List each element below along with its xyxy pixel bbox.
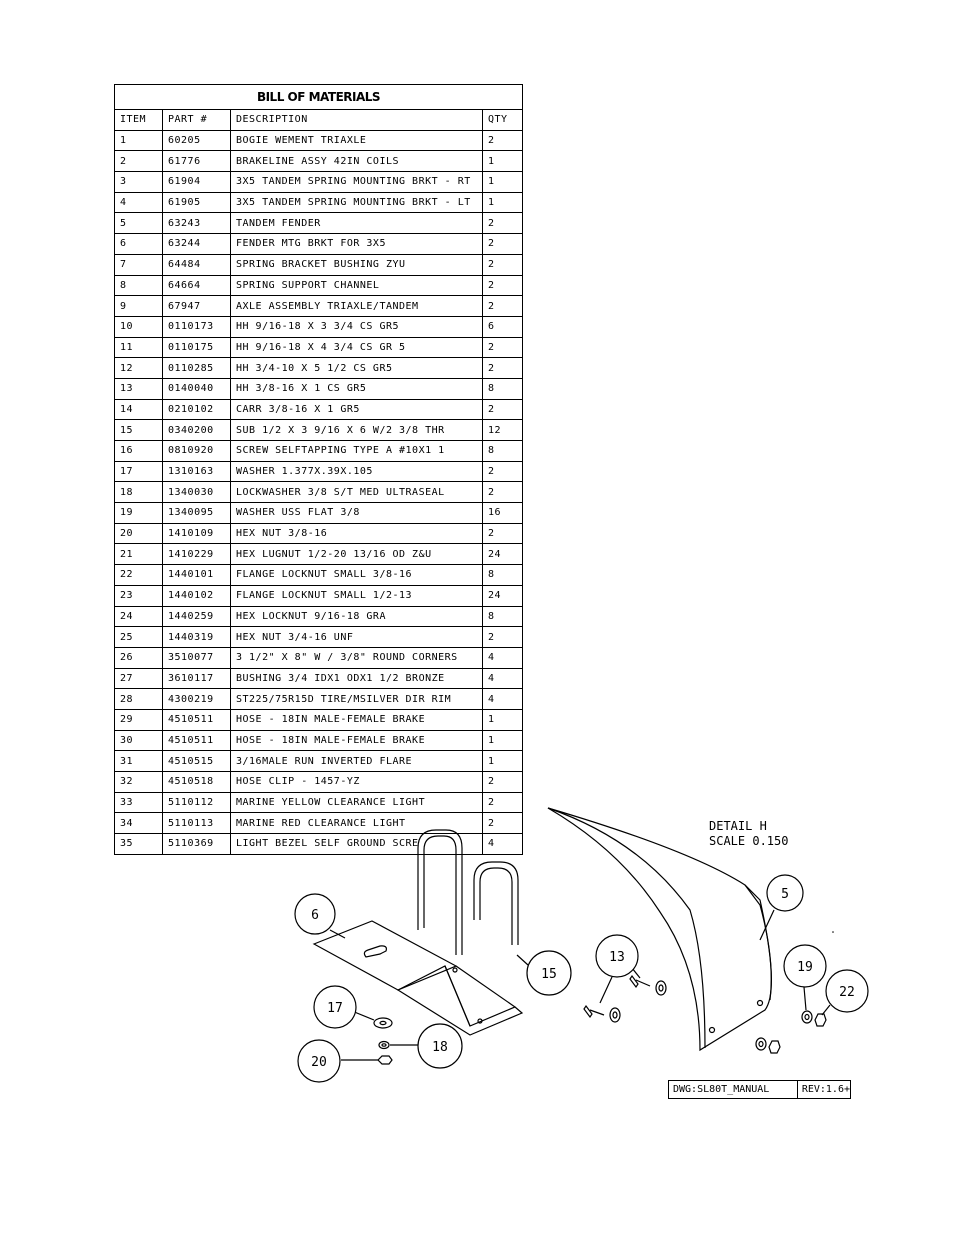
bom-cell-item: 35: [114, 833, 163, 855]
leader-6: [329, 929, 346, 939]
bom-cell-qty: 4: [482, 667, 523, 690]
bill-of-materials-table: BILL OF MATERIALS ITEM PART # DESCRIPTIO…: [114, 84, 523, 855]
callout-5: 5: [781, 887, 789, 902]
callout-19-circle: [783, 944, 827, 988]
leader-15: [516, 954, 529, 966]
callout-18: 18: [432, 1040, 448, 1055]
callout-22-circle: [825, 969, 869, 1013]
bom-cell-qty: 2: [482, 626, 523, 648]
callout-5-circle: [766, 874, 804, 912]
lockwasher-18: [378, 1040, 390, 1050]
detail-title: DETAIL H: [709, 819, 767, 833]
u-bolt-right: [473, 861, 519, 945]
callout-20: 20: [311, 1055, 327, 1070]
callout-13: 13: [609, 950, 625, 965]
washer-17: [373, 1017, 393, 1029]
leader-5: [759, 909, 775, 941]
callout-18-circle: [417, 1023, 463, 1069]
leader-13a: [599, 976, 613, 1004]
fender-mounting-bracket: [312, 920, 524, 1036]
locknut-22: [814, 1013, 827, 1027]
callout-17-circle: [313, 985, 357, 1029]
bom-cell-qty: 2: [482, 812, 523, 835]
detail-scale: SCALE 0.150: [709, 834, 788, 848]
callout-20-circle: [297, 1039, 341, 1083]
leader-22: [821, 1004, 831, 1016]
callout-17: 17: [327, 1001, 343, 1016]
bom-cell-qty: 2: [482, 336, 523, 359]
bom-cell-qty: 2: [482, 357, 523, 379]
bom-cell-qty: 8: [482, 564, 523, 586]
callout-15: 15: [541, 967, 557, 982]
revision: REV:1.6+: [801, 1084, 850, 1095]
u-bolt-left: [417, 829, 463, 955]
callout-6-circle: [294, 893, 336, 935]
washer-fender-low: [755, 1037, 767, 1051]
washer-13-a: [655, 980, 667, 996]
tandem-fender: [547, 807, 773, 1052]
bom-title: BILL OF MATERIALS: [114, 84, 523, 110]
bom-cell-qty: 4: [482, 833, 523, 855]
callout-19: 19: [797, 960, 813, 975]
title-block: DWG:SL80T_MANUAL REV:1.6+: [668, 1080, 851, 1099]
locknut-fender-low: [768, 1040, 781, 1054]
callout-6: 6: [311, 908, 319, 923]
leader-19: [803, 986, 807, 1011]
bolt-13-a: [629, 974, 651, 989]
callout-13-circle: [595, 934, 639, 978]
drawing-number: DWG:SL80T_MANUAL: [669, 1081, 798, 1098]
washer-13-b: [609, 1007, 621, 1023]
callout-22: 22: [839, 985, 855, 1000]
washer-19: [801, 1010, 813, 1024]
callout-15-circle: [526, 950, 572, 996]
hex-nut-20: [377, 1055, 393, 1065]
bolt-13-b: [583, 1004, 605, 1019]
